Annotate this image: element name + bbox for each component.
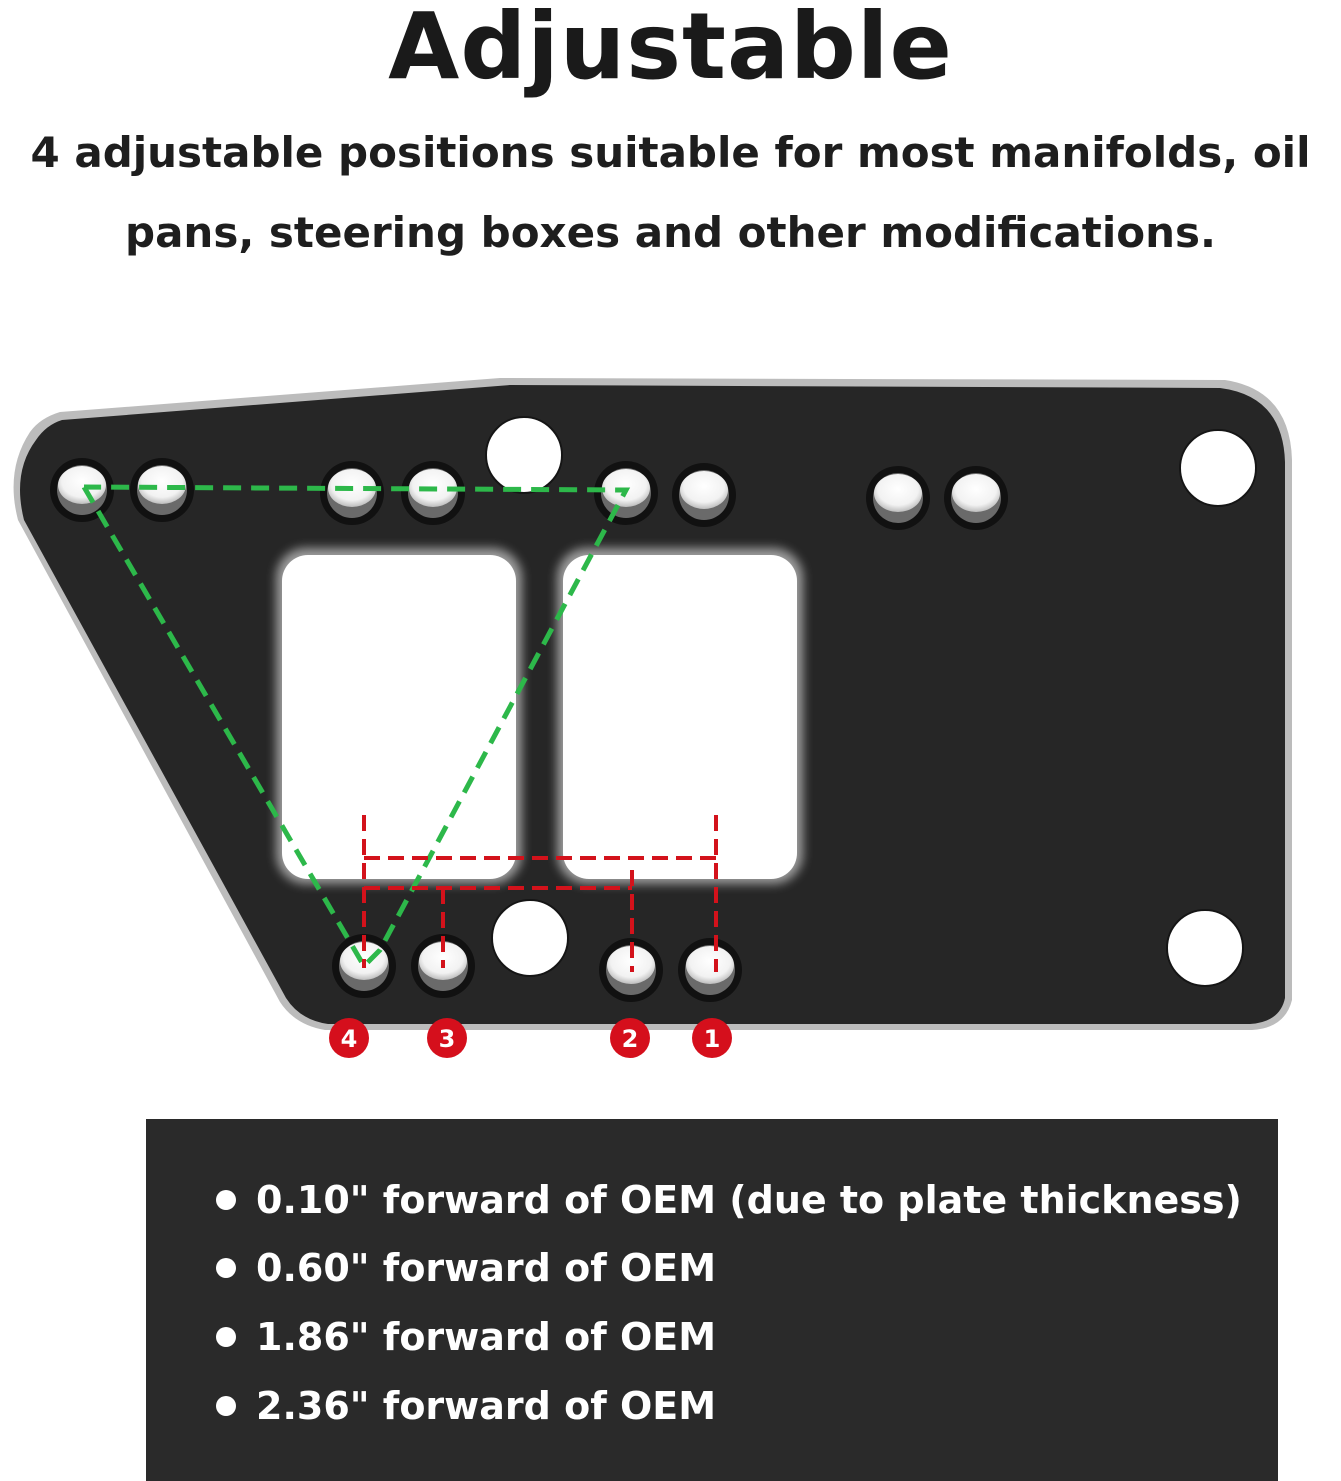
position-badge-1: 1 [692, 1018, 732, 1058]
window-cutout-left [282, 555, 516, 879]
position-badge-2: 2 [610, 1018, 650, 1058]
info-item: 1.86" forward of OEM [216, 1312, 716, 1362]
info-item: 0.60" forward of OEM [216, 1243, 716, 1293]
info-panel: 0.10" forward of OEM (due to plate thick… [146, 1119, 1278, 1481]
window-cutout-right [563, 555, 797, 879]
bullet-icon [216, 1190, 236, 1210]
page-title: Adjustable [388, 0, 953, 100]
red-guide-lines [362, 815, 718, 972]
position-label-2: 2 [622, 1025, 639, 1053]
bullet-icon [216, 1258, 236, 1278]
mount-plate-diagram: 4 3 2 1 [13, 378, 1293, 1058]
position-label-3: 3 [439, 1025, 456, 1053]
position-badge-3: 3 [427, 1018, 467, 1058]
info-item-text: 0.10" forward of OEM (due to plate thick… [256, 1178, 1242, 1222]
subtitle-line-1: 4 adjustable positions suitable for most… [30, 128, 1311, 177]
bullet-icon [216, 1327, 236, 1347]
bullet-icon [216, 1396, 236, 1416]
info-item: 2.36" forward of OEM [216, 1381, 716, 1431]
green-guide-lines [81, 484, 631, 971]
info-item-text: 1.86" forward of OEM [256, 1315, 717, 1359]
position-badges: 4 3 2 1 [329, 1018, 732, 1058]
position-label-4: 4 [341, 1025, 358, 1053]
info-item-text: 2.36" forward of OEM [256, 1384, 717, 1428]
info-item-text: 0.60" forward of OEM [256, 1246, 717, 1290]
position-badge-4: 4 [329, 1018, 369, 1058]
subtitle-line-2: pans, steering boxes and other modificat… [125, 208, 1216, 257]
position-label-1: 1 [704, 1025, 721, 1053]
info-item: 0.10" forward of OEM (due to plate thick… [216, 1175, 1242, 1225]
large-holes [485, 416, 1257, 987]
